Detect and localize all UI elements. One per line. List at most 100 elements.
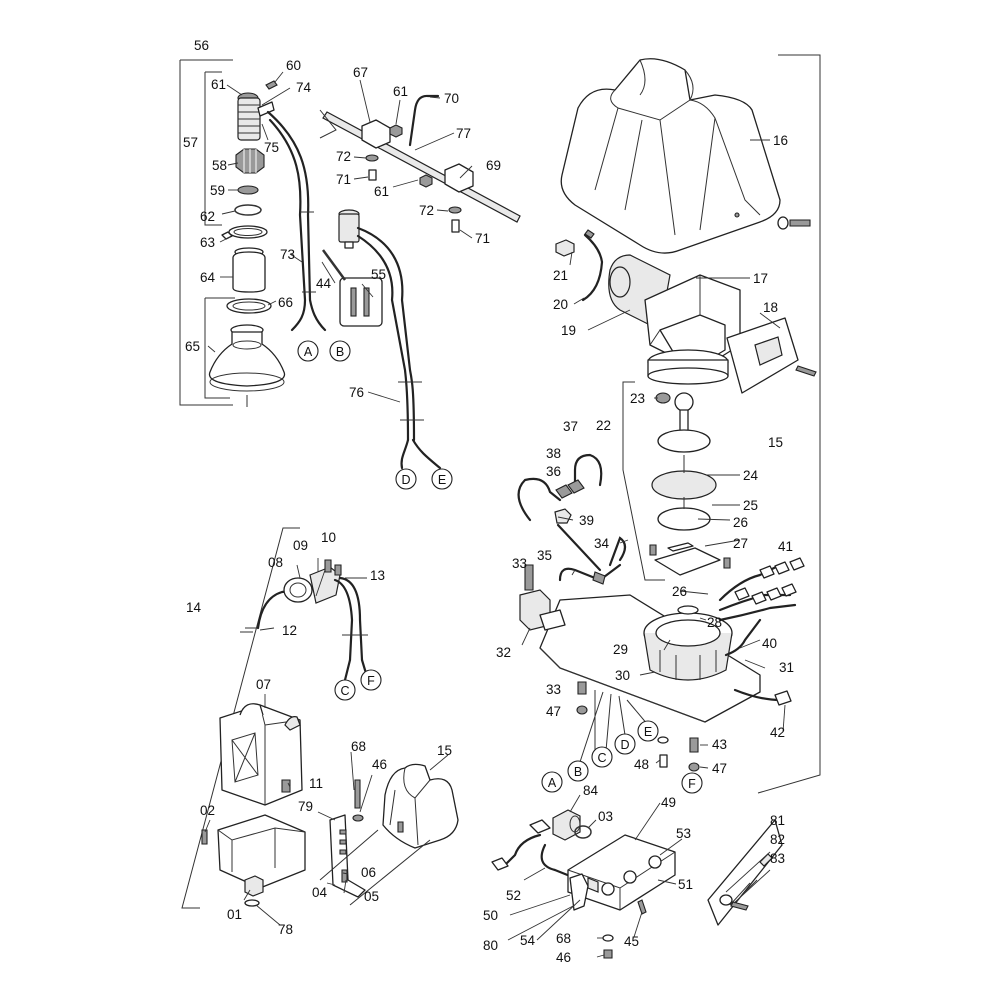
part-label: 47: [546, 704, 561, 719]
part-label: 58: [212, 158, 227, 173]
connector-c-mid: C: [334, 679, 356, 701]
connector-d-upper: D: [395, 468, 417, 490]
control-box-assembly: [491, 809, 783, 959]
part-label: 72: [336, 149, 351, 164]
part-label: 02: [200, 803, 215, 818]
connector-label: A: [304, 345, 313, 359]
main-unit-assembly: [517, 54, 821, 794]
part-label: 01: [227, 907, 242, 922]
part-label: 17: [753, 271, 768, 286]
part-label: 69: [486, 158, 501, 173]
part-label: 80: [483, 938, 498, 953]
connector-label: B: [336, 345, 344, 359]
part-label: 72: [419, 203, 434, 218]
part-label: 63: [200, 235, 215, 250]
spray-head-assembly: [179, 59, 521, 470]
part-label: 61: [393, 84, 408, 99]
part-label: 09: [293, 538, 308, 553]
part-label: 19: [561, 323, 576, 338]
part-label: 13: [370, 568, 385, 583]
part-label: 38: [546, 446, 561, 461]
part-label: 61: [374, 184, 389, 199]
part-label: 36: [546, 464, 561, 479]
connector-a-lower: A: [541, 771, 563, 793]
connector-a-upper: A: [297, 340, 319, 362]
part-label: 50: [483, 908, 498, 923]
part-label: 07: [256, 677, 271, 692]
part-label: 37: [563, 419, 578, 434]
part-label: 35: [537, 548, 552, 563]
part-label: 81: [770, 813, 785, 828]
part-label: 46: [372, 757, 387, 772]
part-label: 28: [707, 615, 722, 630]
part-label: 16: [773, 133, 788, 148]
part-label: 66: [278, 295, 293, 310]
part-label: 48: [634, 757, 649, 772]
connector-f-lower: F: [681, 772, 703, 794]
part-label: 45: [624, 934, 639, 949]
connector-label: E: [438, 473, 446, 487]
part-label: 54: [520, 933, 536, 948]
part-label: 64: [200, 270, 216, 285]
part-label: 43: [712, 737, 727, 752]
part-labels: 56 60 61 74 57 75 58 59 62 63 64 66 65 6…: [183, 38, 794, 965]
part-label: 06: [361, 865, 376, 880]
connector-d-lower: D: [614, 733, 636, 755]
part-label: 21: [553, 268, 568, 283]
part-label: 83: [770, 851, 785, 866]
part-label: 70: [444, 91, 459, 106]
part-label: 26: [733, 515, 748, 530]
connector-label: F: [688, 777, 696, 791]
part-label: 25: [743, 498, 758, 513]
part-label: 08: [268, 555, 283, 570]
connector-e-upper: E: [431, 468, 453, 490]
part-label: 68: [556, 931, 571, 946]
part-label: 11: [309, 776, 323, 791]
sensor-assembly: [181, 527, 370, 909]
connector-label: C: [597, 751, 606, 765]
part-label: 47: [712, 761, 727, 776]
part-label: 03: [598, 809, 613, 824]
part-label: 15: [768, 435, 783, 450]
part-label: 73: [280, 247, 295, 262]
part-label: 14: [186, 600, 202, 615]
part-label: 39: [579, 513, 594, 528]
part-label: 32: [496, 645, 511, 660]
connector-label: C: [340, 684, 349, 698]
connector-label: F: [367, 674, 375, 688]
part-label: 74: [296, 80, 312, 95]
part-label: 57: [183, 135, 198, 150]
connector-b-lower: B: [567, 760, 589, 782]
connector-c-lower: C: [591, 746, 613, 768]
part-label: 30: [615, 668, 630, 683]
part-label: 71: [336, 172, 351, 187]
part-label: 33: [546, 682, 561, 697]
connector-f-mid: F: [360, 669, 382, 691]
part-label: 23: [630, 391, 645, 406]
part-label: 31: [779, 660, 794, 675]
part-label: 42: [770, 725, 785, 740]
part-label: 65: [185, 339, 200, 354]
part-label: 78: [278, 922, 293, 937]
part-label: 20: [553, 297, 568, 312]
part-label: 49: [661, 795, 676, 810]
part-label: 40: [762, 636, 777, 651]
connector-label: D: [401, 473, 410, 487]
part-label: 04: [312, 885, 328, 900]
connector-e-lower: E: [637, 720, 659, 742]
part-label: 75: [264, 140, 279, 155]
part-label: 60: [286, 58, 301, 73]
part-label: 15: [437, 743, 452, 758]
part-label: 53: [676, 826, 691, 841]
part-label: 29: [613, 642, 628, 657]
part-label: 71: [475, 231, 490, 246]
part-label: 84: [583, 783, 599, 798]
connector-label: D: [620, 738, 629, 752]
part-label: 44: [316, 276, 332, 291]
connector-label: E: [644, 725, 652, 739]
part-label: 24: [743, 468, 759, 483]
tank-holder-assembly: [201, 703, 459, 907]
part-label: 51: [678, 877, 693, 892]
part-label: 34: [594, 536, 610, 551]
